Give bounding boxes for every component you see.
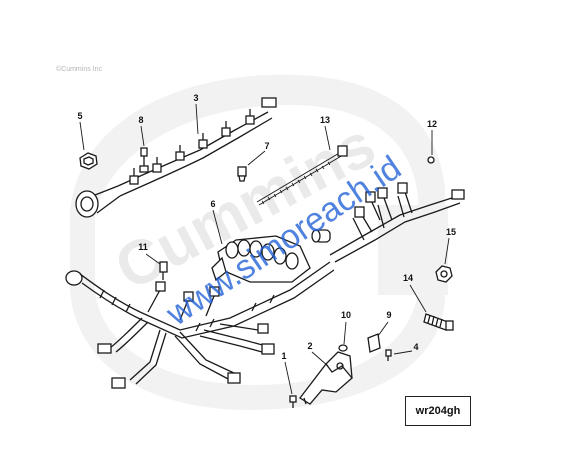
part-15-nut bbox=[435, 265, 453, 283]
part-12-small-nut bbox=[427, 156, 435, 164]
part-14-stud bbox=[423, 313, 454, 331]
main-trunk-harness bbox=[65, 261, 335, 389]
grommet bbox=[75, 111, 273, 218]
leader-lines bbox=[79, 103, 450, 395]
harness-linework bbox=[65, 97, 465, 408]
part-11-connector bbox=[159, 261, 168, 280]
callout-10: 10 bbox=[341, 310, 351, 320]
part-4-screw bbox=[385, 349, 392, 361]
part-8-fitting bbox=[139, 147, 149, 173]
callout-13: 13 bbox=[320, 115, 330, 125]
figure-id-box: wr204gh bbox=[405, 396, 471, 426]
callout-7: 7 bbox=[264, 141, 269, 151]
right-branch-harness bbox=[311, 182, 465, 263]
part-13-cable-tie bbox=[256, 145, 348, 206]
callout-11: 11 bbox=[138, 242, 148, 252]
part-2-bracket bbox=[299, 351, 353, 405]
copyright-notice: ©Cummins Inc bbox=[56, 66, 102, 73]
part-3-subharness bbox=[129, 97, 277, 185]
callout-3: 3 bbox=[193, 93, 198, 103]
part-10-washer bbox=[338, 344, 348, 352]
callout-8: 8 bbox=[138, 115, 143, 125]
part-1-bolt bbox=[289, 395, 297, 408]
callout-2: 2 bbox=[307, 341, 312, 351]
callout-labels: 3 5 8 7 13 12 6 11 15 14 9 10 4 2 1 bbox=[77, 93, 456, 361]
callout-1: 1 bbox=[281, 351, 286, 361]
callout-14: 14 bbox=[403, 273, 413, 283]
callout-9: 9 bbox=[386, 310, 391, 320]
part-6-connector-block bbox=[211, 235, 311, 283]
part-5-nut bbox=[79, 152, 98, 170]
part-9-clip bbox=[367, 333, 381, 353]
callout-15: 15 bbox=[446, 227, 456, 237]
callout-5: 5 bbox=[77, 111, 82, 121]
part-7-plug bbox=[237, 166, 247, 182]
callout-6: 6 bbox=[210, 199, 215, 209]
callout-4: 4 bbox=[413, 342, 418, 352]
callout-12: 12 bbox=[427, 119, 437, 129]
